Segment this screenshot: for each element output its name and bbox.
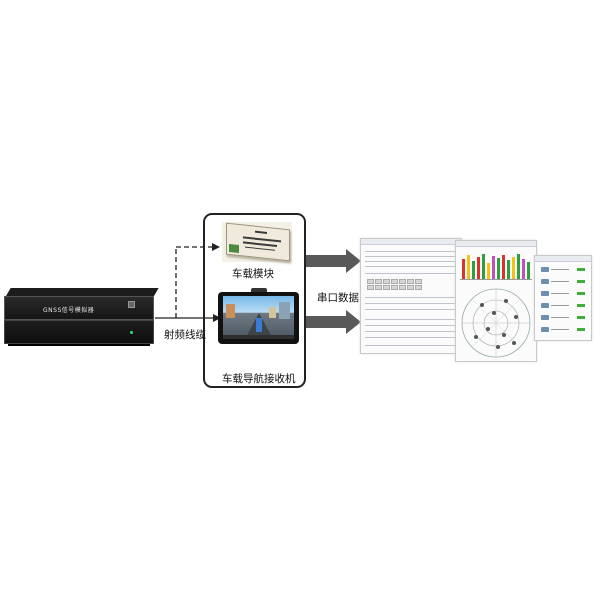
software-status-window	[534, 255, 592, 341]
grid-cell	[383, 285, 390, 290]
status-led-icon	[130, 331, 133, 334]
grid-cell	[407, 279, 414, 284]
nav-route-arrow-icon	[256, 318, 262, 332]
simulator-front-panel: GNSS信号模拟器	[4, 296, 154, 320]
satellite-icon	[541, 327, 549, 332]
serial-arrow-lower-icon	[306, 310, 361, 334]
signal-bar	[502, 255, 505, 279]
window-toolbar	[456, 241, 536, 247]
satellite-icon	[541, 267, 549, 272]
software-signal-window	[455, 240, 537, 362]
nav-building	[269, 307, 276, 318]
signal-bar	[492, 256, 495, 279]
grid-cell	[367, 285, 374, 290]
status-row	[538, 302, 588, 311]
module-connector	[229, 243, 239, 254]
status-row	[538, 290, 588, 299]
signal-bar	[507, 260, 510, 279]
signal-bar	[462, 259, 465, 279]
receiver-group-box	[203, 213, 306, 388]
module-board	[226, 222, 290, 262]
data-row	[365, 251, 457, 252]
status-row	[538, 266, 588, 275]
signal-bar	[487, 263, 490, 279]
nav-mount	[251, 288, 267, 293]
data-row	[365, 303, 457, 304]
module-print-line	[245, 246, 275, 251]
status-row	[538, 314, 588, 323]
signal-bar	[512, 257, 515, 279]
simulator-foot	[8, 344, 150, 346]
signal-bar	[497, 258, 500, 279]
signal-bar	[472, 261, 475, 279]
grid-cell	[375, 285, 382, 290]
signal-bar	[517, 254, 520, 279]
rf-cable-label: 射频线缆	[164, 329, 206, 341]
status-row	[538, 278, 588, 287]
grid-cell	[415, 285, 422, 290]
grid-cell	[367, 279, 374, 284]
grid-cell	[375, 279, 382, 284]
grid-cell	[391, 279, 398, 284]
vehicle-module-image	[222, 222, 292, 262]
grid-cell	[415, 279, 422, 284]
signal-bar	[522, 259, 525, 279]
gnss-simulator: GNSS信号模拟器	[4, 288, 159, 346]
car-nav-receiver-label: 车载导航接收机	[222, 373, 296, 385]
module-arrowhead-icon	[212, 243, 220, 251]
simulator-lower-panel	[4, 320, 154, 344]
nav-building	[279, 302, 290, 319]
vehicle-module-label: 车载模块	[232, 268, 274, 280]
nav-body	[218, 292, 299, 344]
grid-cell	[383, 279, 390, 284]
nav-arrowhead-icon	[213, 314, 221, 322]
simulator-name: GNSS信号模拟器	[43, 307, 95, 314]
data-row	[365, 266, 457, 267]
grid-cell	[391, 285, 398, 290]
module-print-line	[255, 230, 267, 234]
data-row	[365, 345, 457, 346]
data-row	[365, 337, 457, 338]
grid-cell	[399, 285, 406, 290]
nav-screen	[223, 296, 294, 339]
serial-data-label: 串口数据	[317, 292, 359, 304]
satellite-icon	[541, 279, 549, 284]
signal-bar	[527, 262, 530, 279]
status-row	[538, 326, 588, 335]
data-row	[365, 261, 457, 262]
signal-bar	[467, 255, 470, 279]
data-row	[365, 256, 457, 257]
data-row	[365, 325, 457, 326]
sky-plot	[461, 288, 531, 358]
nav-status-bar	[223, 335, 294, 339]
satellite-icon	[541, 291, 549, 296]
grid-cell	[399, 279, 406, 284]
software-main-window	[360, 238, 462, 354]
data-row	[365, 273, 457, 274]
satellite-icon	[541, 303, 549, 308]
data-row	[365, 331, 457, 332]
satellite-icon	[541, 315, 549, 320]
signal-bar	[482, 254, 485, 279]
data-row	[365, 319, 457, 320]
window-toolbar	[535, 256, 591, 262]
car-navigation-device	[218, 288, 299, 344]
power-button-icon	[128, 301, 135, 308]
data-row	[365, 309, 457, 310]
nav-building	[226, 304, 235, 318]
signal-bar	[477, 257, 480, 279]
grid-cell	[407, 285, 414, 290]
window-toolbar	[361, 239, 461, 245]
signal-bar-chart	[460, 251, 532, 280]
data-row	[365, 297, 457, 298]
serial-arrow-upper-icon	[306, 249, 361, 273]
